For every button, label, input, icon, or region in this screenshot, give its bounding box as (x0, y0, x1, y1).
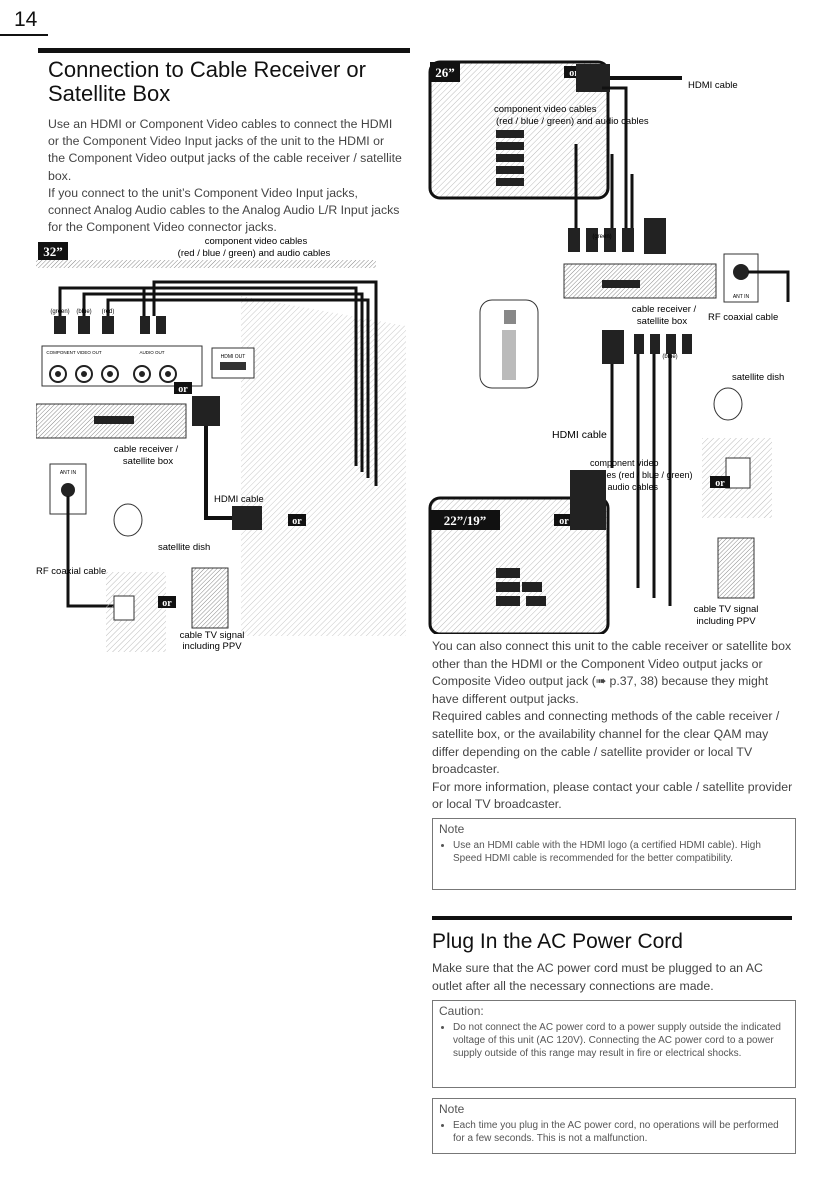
or-text-r3: or (559, 516, 569, 527)
satellite-dish-label-left: satellite dish (158, 542, 210, 553)
hdmi-cable-label-top: HDMI cable (688, 80, 738, 91)
section-rule-2 (432, 916, 792, 920)
signal-label-left-1: cable TV signal (180, 630, 245, 641)
or-badge-r3 (554, 514, 574, 526)
or-text-r2: or (715, 478, 725, 489)
page-number: 14 (14, 8, 38, 31)
receiver-label-right-2: satellite box (637, 316, 687, 327)
comp-cable-label-2: (red / blue / green) and audio cables (178, 248, 331, 259)
badge-22-19 (430, 510, 500, 530)
plug-label-green: (green) (50, 309, 69, 315)
right-paragraph-1: You can also connect this unit to the ca… (432, 639, 792, 706)
right-paragraph-3: For more information, please contact you… (432, 779, 793, 812)
intro-paragraph-1: Use an HDMI or Component Video cables to… (48, 117, 402, 183)
receiver-label-right-1: cable receiver / (632, 304, 697, 315)
or-badge-2 (288, 514, 306, 526)
caution-title: Caution: (439, 1004, 484, 1018)
satellite-dish-label-right: satellite dish (732, 372, 784, 383)
or-text-3: or (162, 598, 172, 609)
connection-notes-text: You can also connect this unit to the ca… (432, 638, 794, 814)
signal-label-right-2: including PPV (696, 616, 756, 627)
right-paragraph-2: Required cables and connecting methods o… (432, 709, 780, 777)
or-badge-3 (158, 596, 176, 608)
audio-out-label: AUDIO OUT (139, 350, 164, 355)
caution-box: Caution: Do not connect the AC power cor… (432, 1000, 796, 1088)
note-box-hdmi: Note Use an HDMI cable with the HDMI log… (432, 818, 796, 890)
or-text-1: or (178, 384, 188, 395)
or-badge-1 (174, 382, 192, 394)
caution-item: Do not connect the AC power cord to a po… (453, 1021, 789, 1060)
diagram-32-inch-connection: 32” component video cables (red / blue /… (36, 236, 406, 652)
section-intro-text: Use an HDMI or Component Video cables to… (48, 116, 403, 236)
comp-label-top-1: component video cables (494, 104, 597, 115)
plug-label-red: (red) (102, 309, 115, 315)
comp2-label-3: and audio cables (590, 482, 659, 492)
page-number-rule (0, 34, 48, 36)
badge-26-text: 26” (435, 65, 455, 80)
section-rule-left (38, 48, 410, 53)
note-item-hdmi: Use an HDMI cable with the HDMI logo (a … (453, 839, 789, 865)
ac-power-paragraph: Make sure that the AC power cord must be… (432, 961, 763, 993)
or-text-r1: or (569, 68, 579, 79)
note-item-power: Each time you plug in the AC power cord,… (453, 1119, 789, 1145)
ant-in-label-right: ANT IN (733, 294, 750, 300)
signal-label-right-1: cable TV signal (694, 604, 759, 615)
note-title-2: Note (439, 1102, 465, 1116)
comp-label-top-2: (red / blue / green) and audio cables (496, 116, 649, 127)
or-text-2: or (292, 516, 302, 527)
badge-22-19-text: 22”/19” (444, 513, 487, 528)
hdmi-out-label: HDMI OUT (221, 354, 246, 360)
badge-26 (430, 62, 460, 82)
ant-in-label-left: ANT IN (60, 470, 77, 476)
hdmi-cable-label-mid: HDMI cable (552, 429, 607, 441)
badge-32-text: 32” (43, 244, 63, 259)
comp-cable-label-1: component video cables (205, 236, 308, 247)
section-title-cable-receiver: Connection to Cable Receiver or Satellit… (48, 57, 366, 106)
section-title-ac-power: Plug In the AC Power Cord (432, 930, 683, 953)
rf-cable-label-right: RF coaxial cable (708, 312, 778, 323)
badge-32 (38, 242, 68, 260)
comp2-label-2: cables (red / blue / green) (590, 470, 693, 480)
or-badge-r2 (710, 476, 730, 488)
intro-paragraph-2: If you connect to the unit’s Component V… (48, 185, 400, 235)
note-box-power: Note Each time you plug in the AC power … (432, 1098, 796, 1154)
receiver-label-1: cable receiver / (114, 444, 179, 455)
component-out-label: COMPONENT VIDEO OUT (46, 350, 101, 355)
plug-labels-top: (green) (592, 234, 611, 240)
diagram-26-22-19-inch-connection: 26” or HDMI cable component video cables… (428, 60, 790, 634)
plug-label-blue: (blue) (76, 309, 91, 315)
comp2-label-1: component video (590, 458, 659, 468)
rf-cable-label-left: RF coaxial cable (36, 566, 106, 577)
signal-label-left-2: including PPV (182, 641, 242, 652)
note-title-1: Note (439, 822, 465, 836)
hdmi-cable-label-left: HDMI cable (214, 494, 264, 505)
receiver-label-2: satellite box (123, 456, 173, 467)
